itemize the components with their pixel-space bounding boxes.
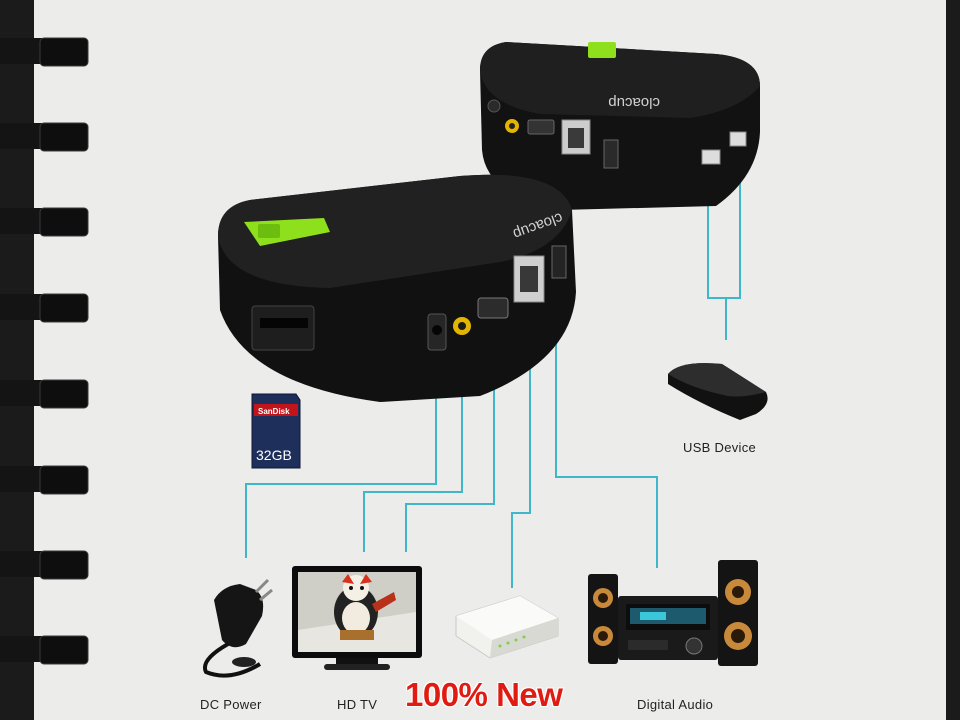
usb-port (729, 131, 747, 147)
optical-port (551, 245, 567, 279)
cable-usb-2 (726, 155, 741, 299)
sd-card: SanDisk 32GB (251, 393, 301, 469)
green-logo-badge (588, 42, 616, 58)
hd-tv-label: HD TV (337, 697, 378, 712)
speaker-left (588, 574, 618, 664)
connection-cables (245, 155, 741, 588)
dc-power-adapter (203, 578, 273, 678)
lan-router (455, 595, 559, 659)
green-logo-badge (258, 224, 280, 238)
usb-device-label: USB Device (683, 440, 757, 455)
optical-port (603, 139, 619, 169)
binder-rings (0, 37, 89, 665)
binder-ring (0, 122, 89, 152)
hdmi-port (527, 119, 555, 135)
promo-banner: 100% New (405, 676, 563, 713)
dc-power-label: DC Power (200, 697, 262, 712)
sd-card-capacity: 32GB (256, 447, 292, 463)
media-box-front: cloacup (218, 174, 576, 402)
digital-audio-label: Digital Audio (637, 697, 714, 712)
cable-av (363, 362, 463, 552)
cable-optical (555, 290, 658, 568)
cable-hdmi (405, 340, 495, 552)
sd-card-brand: SanDisk (258, 407, 290, 416)
cable-dc-power (245, 386, 437, 558)
binder-ring (0, 207, 89, 237)
usb-device-drive (668, 363, 768, 420)
digital-audio-system (588, 560, 758, 666)
hd-tv (292, 566, 422, 670)
cable-usb (707, 170, 727, 340)
binder-ring (0, 379, 89, 409)
speaker-right (718, 560, 758, 666)
dc-in-port (487, 99, 501, 113)
cable-lan (511, 310, 531, 588)
binder-ring (0, 635, 89, 665)
hdmi-port (477, 297, 509, 319)
binder-ring (0, 37, 89, 67)
binder-ring (0, 293, 89, 323)
binder-ring (0, 550, 89, 580)
media-box-rear: cloacup (480, 42, 760, 210)
usb-port (701, 149, 721, 165)
brand-mark: cloacup (608, 94, 660, 111)
binder-ring (0, 465, 89, 495)
